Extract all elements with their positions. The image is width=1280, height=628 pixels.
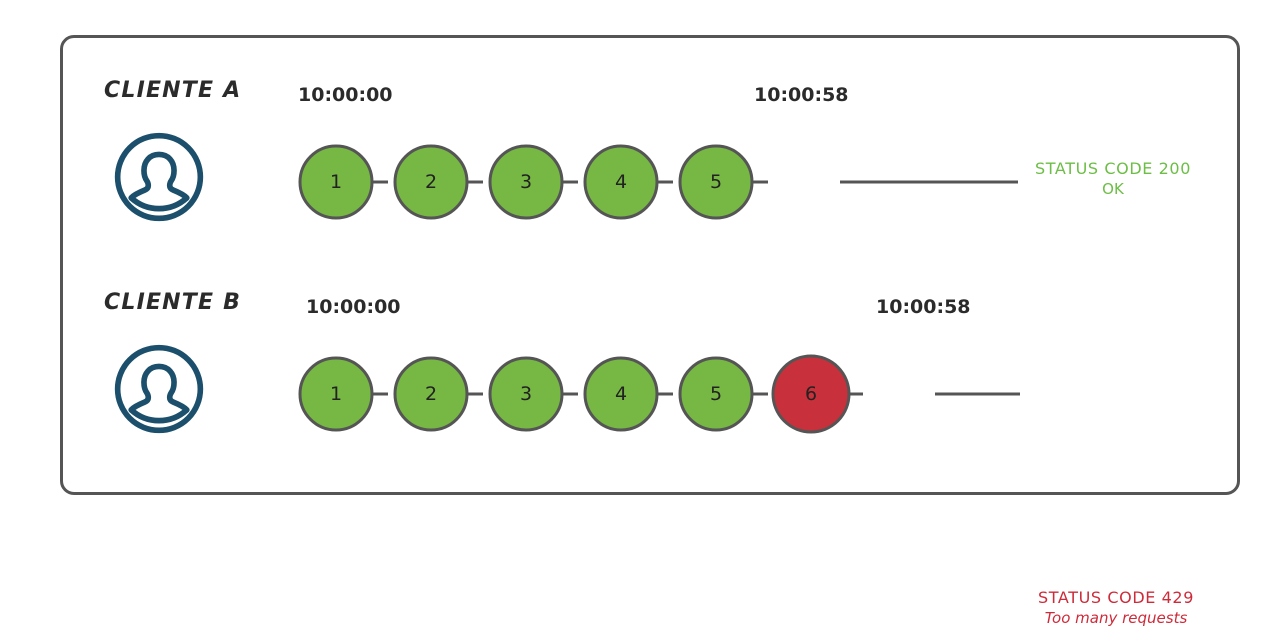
request-node[interactable]: 4 (583, 144, 659, 220)
client-b-label: CLIENTE B (104, 290, 242, 315)
status-badge-b: STATUS CODE 429 Too many requests (1026, 587, 1206, 628)
request-chain-b: 1 2 3 4 5 6 (298, 354, 1020, 434)
request-node[interactable]: 2 (393, 144, 469, 220)
request-node-number: 4 (615, 383, 627, 405)
request-node-number: 3 (520, 383, 532, 405)
timestamp-start-a: 10:00:00 (298, 84, 393, 106)
status-badge-a: STATUS CODE 200 OK (1028, 158, 1198, 199)
request-node[interactable]: 3 (488, 356, 564, 432)
request-node[interactable]: 3 (488, 144, 564, 220)
request-node[interactable]: 4 (583, 356, 659, 432)
timestamp-end-b: 10:00:58 (876, 296, 971, 318)
status-message-b: Too many requests (1044, 609, 1188, 627)
request-node-number: 4 (615, 171, 627, 193)
request-node-number: 6 (805, 383, 817, 405)
status-code-a: STATUS CODE 200 (1035, 159, 1191, 178)
timestamp-end-a: 10:00:58 (754, 84, 849, 106)
diagram-frame (60, 35, 1240, 495)
timestamp-start-b: 10:00:00 (306, 296, 401, 318)
user-avatar-icon (112, 342, 206, 436)
request-node-number: 2 (425, 383, 437, 405)
status-message-a: OK (1102, 180, 1124, 198)
request-node[interactable]: 5 (678, 356, 754, 432)
request-node-error[interactable]: 6 (771, 354, 851, 434)
request-node-number: 2 (425, 171, 437, 193)
request-chain-a: 1 2 3 4 5 (298, 144, 1018, 220)
request-node-number: 1 (330, 171, 342, 193)
status-code-b: STATUS CODE 429 (1038, 588, 1194, 607)
request-node[interactable]: 2 (393, 356, 469, 432)
request-node-number: 5 (710, 171, 722, 193)
request-node-number: 5 (710, 383, 722, 405)
request-node-number: 3 (520, 171, 532, 193)
user-avatar-icon (112, 130, 206, 224)
request-node-number: 1 (330, 383, 342, 405)
request-node[interactable]: 1 (298, 144, 374, 220)
diagram-canvas: CLIENTE A 10:00:00 10:00:58 1 (60, 35, 1240, 627)
request-node[interactable]: 1 (298, 356, 374, 432)
request-node[interactable]: 5 (678, 144, 754, 220)
client-a-label: CLIENTE A (104, 78, 242, 103)
